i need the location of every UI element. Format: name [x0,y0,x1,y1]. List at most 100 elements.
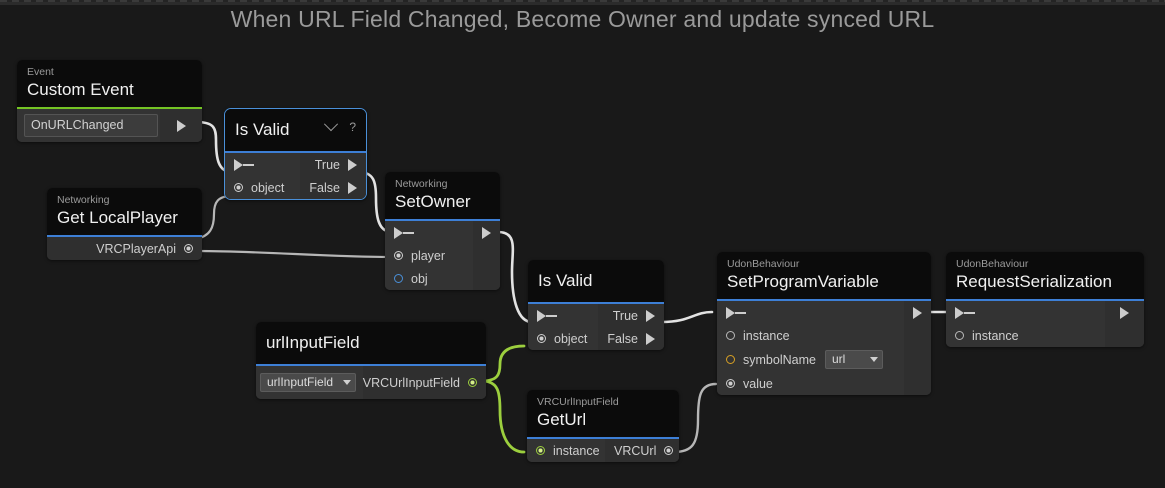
port-row: instance [946,324,1105,347]
node-header: UdonBehaviour SetProgramVariable [717,252,931,299]
node-set-owner[interactable]: Networking SetOwner player obj [385,172,500,290]
port-row [717,301,904,324]
node-request-serialization[interactable]: UdonBehaviour RequestSerialization insta… [946,252,1144,347]
port-vrcplayerapi[interactable] [184,244,193,253]
node-get-url[interactable]: VRCUrlInputField GetUrl instance VRCUrl [527,390,679,462]
port-symbolname[interactable] [726,355,735,364]
port-row: obj [385,267,473,290]
node-accent-bar [225,151,366,153]
flow-out-port[interactable] [1120,306,1129,319]
node-custom-event[interactable]: Event Custom Event OnURLChanged [17,60,202,142]
chevron-down-icon [343,380,351,385]
port-row: player [385,244,473,267]
flow-in-port[interactable] [234,158,254,171]
port-row: True [300,153,366,176]
node-set-program-variable[interactable]: UdonBehaviour SetProgramVariable instanc… [717,252,931,395]
help-icon[interactable]: ? [349,120,356,134]
flow-out-port[interactable] [482,226,491,239]
port-row: value [717,372,904,395]
node-is-valid-2[interactable]: Is Valid object True False [528,260,664,350]
symbol-name-dropdown[interactable]: url [824,350,883,369]
node-header: Is Valid ? [225,109,366,151]
port-label: instance [553,443,600,458]
node-category: Networking [57,194,110,206]
port-row: instance [527,439,605,462]
node-title: RequestSerialization [956,272,1112,291]
flow-in-port[interactable] [726,306,746,319]
port-value[interactable] [726,379,735,388]
port-label: object [251,180,285,195]
port-false[interactable] [646,332,655,345]
dashed-divider [0,0,1165,2]
port-row [946,301,1105,324]
node-title: GetUrl [537,410,587,429]
dropdown-value: urlInputField [267,375,334,389]
port-row: object [528,327,598,350]
port-row: False [598,327,664,350]
port-object[interactable] [537,334,546,343]
port-true[interactable] [646,309,655,322]
node-title: Custom Event [27,80,134,99]
wire-localplayer-to-player [196,249,394,259]
port-row [528,304,598,327]
port-player[interactable] [394,251,403,260]
wire-urlfield-to-geturl-instance [480,379,526,454]
port-label: value [743,376,773,391]
port-row [1105,301,1144,324]
port-label: False [607,331,638,346]
flow-in-port[interactable] [394,226,414,239]
port-instance[interactable] [726,331,735,340]
flow-in-port[interactable] [537,309,557,322]
port-object[interactable] [234,183,243,192]
node-header: urlInputField [256,322,486,364]
port-label: VRCUrlInputField [362,375,460,390]
port-instance[interactable] [536,446,545,455]
node-title: urlInputField [266,333,360,352]
port-label: symbolName [743,352,816,367]
node-accent-bar [527,437,679,439]
port-row: object [225,176,300,199]
node-get-localplayer[interactable]: Networking Get LocalPlayer VRCPlayerApi [47,188,202,260]
node-category: Event [27,66,54,78]
node-is-valid-1[interactable]: Is Valid ? object True [224,108,367,200]
port-label: object [554,331,588,346]
port-label: False [309,180,340,195]
node-accent-bar [385,219,500,221]
flow-in-port[interactable] [955,306,975,319]
wire-urlfield-to-isvalid2-object [480,344,526,383]
node-title: Is Valid [538,271,593,290]
port-row: False [300,176,366,199]
flow-out-port[interactable] [913,306,922,319]
port-label: player [411,248,446,263]
port-row: VRCUrl [605,439,679,462]
node-category: Networking [395,178,448,190]
node-accent-bar [47,235,202,237]
node-accent-bar [17,107,202,109]
port-false[interactable] [348,181,357,194]
node-category: UdonBehaviour [956,258,1029,270]
port-row [225,153,300,176]
node-accent-bar [256,364,486,366]
node-url-input-field[interactable]: urlInputField urlInputField VRCUrlInputF… [256,322,486,399]
port-obj[interactable] [394,274,403,283]
port-true[interactable] [348,158,357,171]
port-vrcurlinputfield[interactable] [468,378,477,387]
variable-dropdown[interactable]: urlInputField [260,373,356,392]
port-label: instance [972,328,1019,343]
event-name-field[interactable]: OnURLChanged [24,114,158,137]
node-title: Is Valid [235,120,290,139]
node-title: Get LocalPlayer [57,208,178,227]
flow-out-port[interactable] [176,119,186,132]
port-row [473,221,500,244]
port-instance[interactable] [955,331,964,340]
window-top-rail [0,0,1165,5]
node-category: UdonBehaviour [727,258,800,270]
node-header: Is Valid [528,260,664,302]
wire-geturl-to-value [672,382,718,454]
node-header: Networking SetOwner [385,172,500,219]
node-header: Networking Get LocalPlayer [47,188,202,235]
port-vrcurl[interactable] [664,446,674,455]
port-row: symbolName url [717,347,904,372]
chevron-down-icon [869,357,878,362]
